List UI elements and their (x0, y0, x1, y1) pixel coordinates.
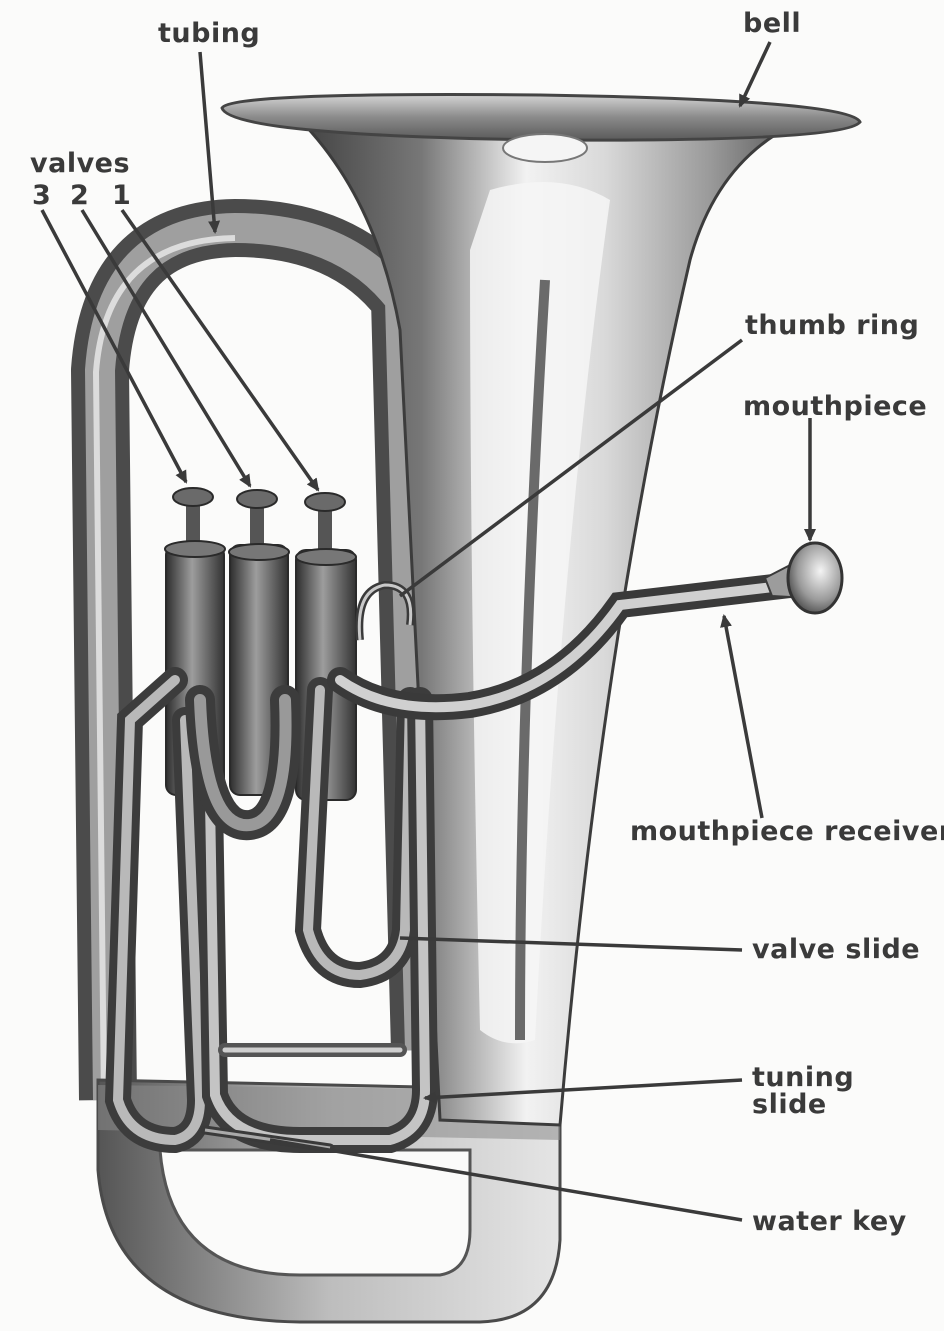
label-tuning-slide-line1: tuning (752, 1064, 854, 1091)
valve-slide-tubing (118, 680, 425, 1140)
bell-rim (222, 95, 860, 162)
label-bell: bell (743, 10, 801, 37)
label-mouthpiece-receiver: mouthpiece receiver (630, 818, 944, 845)
leader-mouthpiece-receiver (724, 616, 762, 818)
label-valves: valves (30, 150, 130, 177)
label-valve-2: 2 (70, 182, 89, 209)
mouthpiece (765, 543, 842, 613)
label-thumb-ring: thumb ring (745, 312, 919, 339)
label-tubing: tubing (158, 20, 260, 47)
label-valve-3: 3 (32, 182, 51, 209)
label-valve-1: 1 (112, 182, 131, 209)
label-tuning-slide-line2: slide (752, 1091, 827, 1118)
label-valve-slide: valve slide (752, 936, 920, 963)
label-water-key: water key (752, 1208, 907, 1235)
label-mouthpiece: mouthpiece (743, 393, 927, 420)
leader-bell (740, 42, 770, 106)
